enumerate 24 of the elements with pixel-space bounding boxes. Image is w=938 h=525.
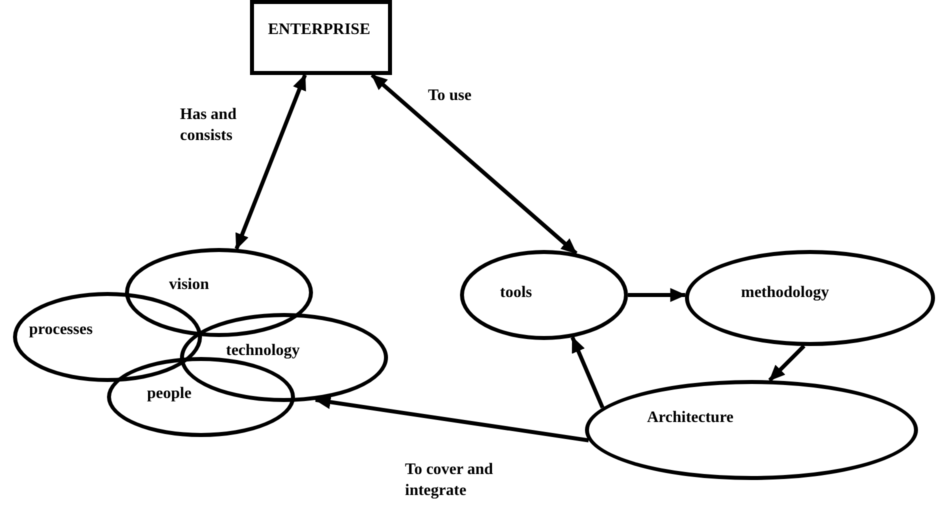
concept-ellipse [13,292,202,382]
title-box [250,0,392,75]
node-label: methodology [741,285,829,301]
node-label: vision [169,277,210,293]
node-label: tools [500,285,532,301]
concept-ellipse [685,250,935,346]
edge-label: Has and consists [180,105,238,146]
arrow [628,288,686,302]
arrow [570,336,604,408]
node-label: Architecture [647,410,734,426]
node-label: ENTERPRISE [268,22,370,38]
concept-ellipse [125,248,313,337]
edge-label: To cover and integrate [405,460,494,501]
concept-ellipse [107,357,295,437]
arrow [234,74,307,250]
node-label: technology [226,343,300,359]
edge-label: To use [428,86,472,106]
node-label: people [147,386,192,402]
concept-ellipse [460,250,628,340]
node-label: processes [29,322,93,338]
arrow [768,344,806,382]
arrow [314,395,589,442]
concept-ellipse [585,380,918,480]
arrow [370,74,578,255]
